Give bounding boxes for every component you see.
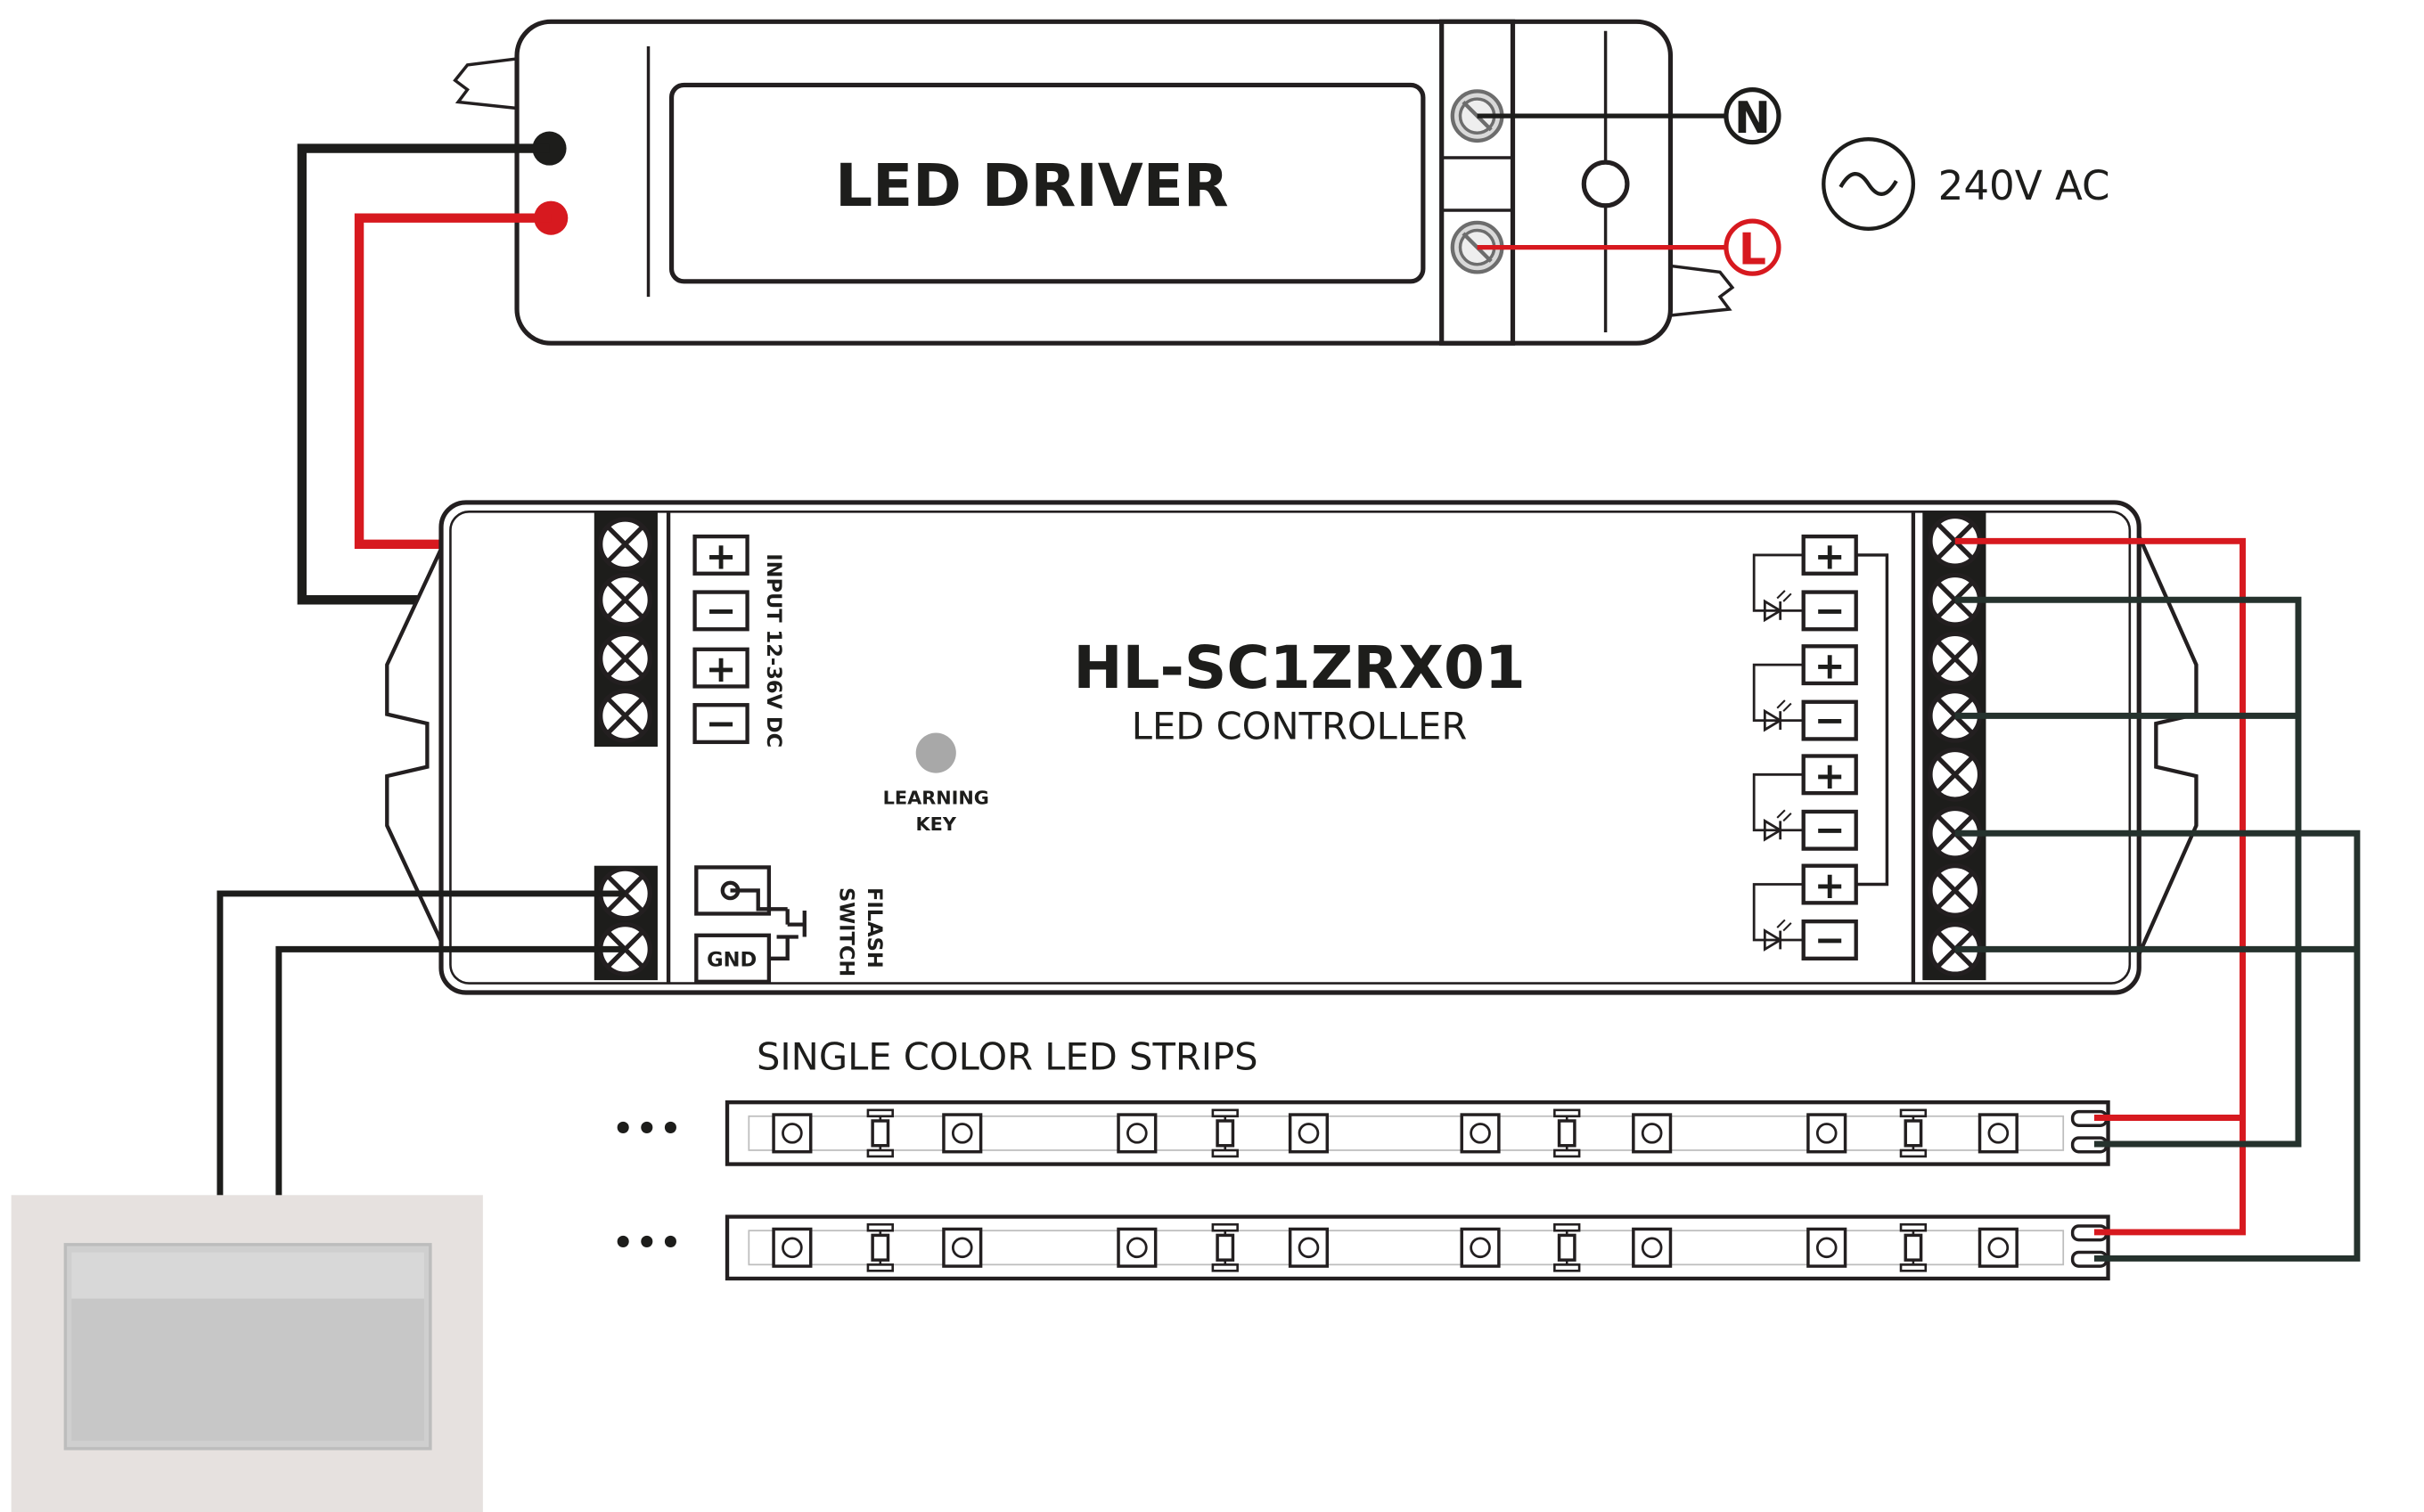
driver-title: LED DRIVER (835, 151, 1229, 220)
output-terminal-4: − (1814, 698, 1846, 741)
earth-terminal (1581, 159, 1630, 208)
input-terminal-3: + (706, 647, 737, 691)
ac-source: 240V AC (1822, 136, 2110, 231)
flash-switch-label-2: SWITCH (835, 887, 858, 977)
led-driver: LED DRIVER (453, 19, 1735, 346)
learning-key-label-1: LEARNING (883, 787, 989, 808)
strips-label: SINGLE COLOR LED STRIPS (757, 1035, 1258, 1079)
output-terminal-5: + (1814, 754, 1846, 797)
led-strip-1: ••• (611, 1100, 2110, 1166)
output-terminal-3: + (1814, 644, 1846, 688)
neutral-marker (1724, 87, 1781, 145)
controller-subtitle: LED CONTROLLER (1132, 704, 1467, 748)
live-label: L (1739, 225, 1766, 275)
switch-wires (217, 890, 626, 1198)
output-terminal-2: − (1814, 588, 1846, 632)
wall-switch-panel (11, 1195, 483, 1512)
push-switch-icon (730, 888, 807, 960)
input-terminal-2: − (706, 588, 737, 632)
input-terminal-labels: + − + − INPUT 12-36V DC (692, 535, 785, 748)
live-marker (1724, 218, 1781, 276)
neutral-label: N (1734, 94, 1771, 143)
ac-input-wires: N L (1477, 87, 1781, 276)
output-wires (1954, 537, 2361, 1262)
flash-switch: GND FILASH SWITCH (694, 865, 886, 985)
led-strip-2: ••• (611, 1214, 2110, 1281)
output-terminal-8: − (1814, 918, 1846, 961)
flash-switch-label-1: FILASH (863, 887, 886, 968)
ac-voltage-label: 240V AC (1938, 162, 2110, 209)
controller-labels: HL-SC1ZRX01 LED CONTROLLER LEARNING KEY (883, 633, 1526, 835)
input-voltage-label: INPUT 12-36V DC (762, 553, 785, 748)
input-terminal-1: + (706, 535, 737, 578)
output-terminal-7: + (1814, 863, 1846, 907)
input-terminal-4: − (706, 701, 737, 745)
gnd-label: GND (707, 948, 757, 971)
strip-1-ellipsis: ••• (611, 1105, 683, 1152)
controller-model: HL-SC1ZRX01 (1073, 633, 1525, 702)
learning-key-button (915, 732, 956, 773)
output-terminal-1: + (1814, 535, 1846, 578)
strip-2-ellipsis: ••• (611, 1220, 683, 1267)
output-terminal-6: − (1814, 808, 1846, 852)
output-terminal-labels: + − + − + − + − (1752, 535, 1889, 961)
learning-key-label-2: KEY (916, 813, 957, 835)
